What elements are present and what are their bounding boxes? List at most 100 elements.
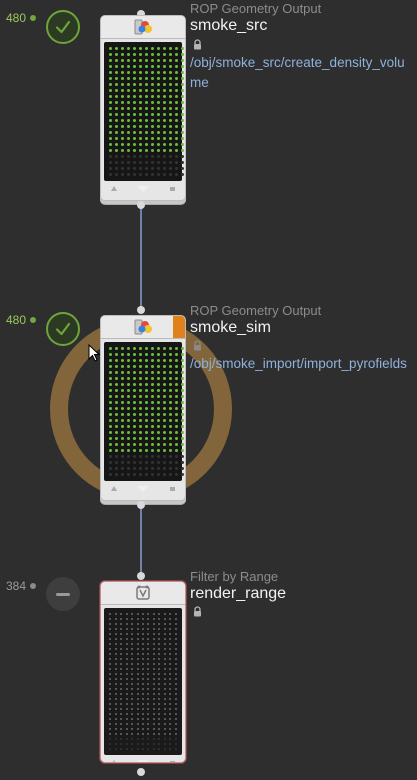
work-item-dot (139, 365, 142, 368)
work-item-dot (109, 419, 112, 422)
expand-arrow-icon[interactable] (137, 760, 149, 762)
output-port[interactable] (137, 201, 145, 209)
work-item-dot (152, 733, 155, 735)
work-item-dot (157, 137, 160, 140)
work-item-dot (169, 155, 172, 158)
node-footer[interactable] (101, 758, 185, 762)
input-port[interactable] (137, 572, 145, 580)
work-item-dot (127, 47, 130, 50)
work-item-dot (109, 107, 112, 110)
work-item-dot (158, 698, 161, 700)
work-item-dot (115, 125, 118, 128)
work-item-dot (114, 613, 117, 615)
status-check-icon[interactable] (46, 312, 80, 346)
work-item-dot (115, 467, 118, 470)
work-item-dot (163, 65, 166, 68)
work-item-dot (133, 53, 136, 56)
work-item-dot (131, 638, 134, 640)
lock-icon[interactable] (192, 606, 203, 617)
work-item-dot (181, 377, 184, 380)
work-item-dot (127, 155, 130, 158)
work-item-dot (109, 443, 112, 446)
work-item-dot (136, 713, 139, 715)
work-item-dot (151, 83, 154, 86)
work-item-dot (121, 131, 124, 134)
node-header[interactable] (101, 16, 185, 39)
work-item-dot (152, 633, 155, 635)
work-item-dot (163, 53, 166, 56)
work-item-dot (125, 668, 128, 670)
work-item-dot (136, 743, 139, 745)
work-item-dot (121, 125, 124, 128)
node-footer[interactable] (101, 184, 185, 196)
work-item-dot (109, 155, 112, 158)
node-name-label[interactable]: render_range (190, 585, 287, 602)
work-item-dot (181, 65, 184, 68)
work-item-dot (136, 678, 139, 680)
connection-wire[interactable] (140, 206, 142, 308)
work-item-dot (121, 353, 124, 356)
work-item-dot (131, 738, 134, 740)
node-smoke-src[interactable] (100, 15, 186, 201)
work-item-dot (169, 723, 172, 725)
work-item-dot (109, 173, 112, 176)
work-item-dot (114, 693, 117, 695)
expand-arrow-icon[interactable] (137, 186, 149, 192)
output-port[interactable] (137, 501, 145, 509)
work-item-dot (169, 449, 172, 452)
work-item-dot (145, 125, 148, 128)
work-item-dot (163, 107, 166, 110)
work-item-dot (127, 359, 130, 362)
work-item-dot (139, 425, 142, 428)
node-name-label[interactable]: smoke_src (190, 17, 268, 34)
expand-arrow-icon[interactable] (137, 486, 149, 492)
input-port[interactable] (137, 306, 145, 314)
work-item-dot (163, 161, 166, 164)
work-item-dot (131, 748, 134, 750)
work-item-dot (163, 425, 166, 428)
work-item-dot (145, 407, 148, 410)
work-item-dot (181, 359, 184, 362)
node-render-range[interactable] (100, 581, 186, 763)
node-header[interactable] (101, 316, 185, 339)
output-port[interactable] (137, 768, 145, 776)
status-check-icon[interactable] (46, 10, 80, 44)
work-item-dot (152, 708, 155, 710)
work-item-dot (175, 431, 178, 434)
work-item-dot (157, 449, 160, 452)
work-item-dot (169, 688, 172, 690)
node-path-link[interactable]: /obj/smoke_import/import_pyrofields (190, 356, 407, 371)
work-item-dot (136, 648, 139, 650)
work-item-dot (157, 53, 160, 56)
lock-icon[interactable] (192, 340, 203, 351)
work-item-dot (169, 107, 172, 110)
work-item-dot (147, 698, 150, 700)
work-item-dot (127, 413, 130, 416)
connection-wire[interactable] (140, 506, 142, 576)
work-item-dot (175, 161, 178, 164)
lock-icon[interactable] (192, 39, 203, 50)
node-name-label[interactable]: smoke_sim (190, 319, 271, 336)
node-footer[interactable] (101, 484, 185, 496)
work-item-dot (145, 155, 148, 158)
work-item-dot (181, 353, 184, 356)
status-idle-icon[interactable] (46, 577, 80, 611)
work-item-dot (131, 623, 134, 625)
work-item-dot (139, 455, 142, 458)
work-item-dot (115, 101, 118, 104)
mouse-cursor-icon (88, 344, 100, 362)
work-item-dot (133, 101, 136, 104)
node-smoke-sim[interactable] (100, 315, 186, 501)
work-item-dot (114, 678, 117, 680)
work-item-dot (152, 688, 155, 690)
node-header[interactable] (101, 582, 185, 605)
work-item-dot (169, 47, 172, 50)
work-item-dot (121, 155, 124, 158)
render-flag[interactable] (173, 316, 185, 338)
work-item-dot (169, 718, 172, 720)
input-port[interactable] (137, 10, 145, 18)
work-item-dot (141, 713, 144, 715)
node-path-link[interactable]: /obj/smoke_src/create_density_volume (190, 55, 405, 90)
work-item-dot (174, 698, 177, 700)
